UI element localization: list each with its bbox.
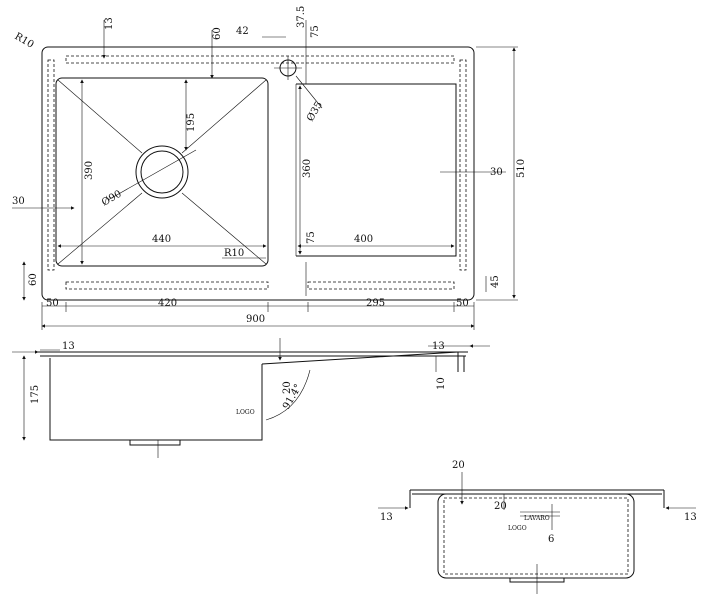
label-d510: 510 bbox=[516, 159, 527, 178]
label-d13-end-right: 13 bbox=[684, 512, 697, 523]
label-d20-end-inner: 20 bbox=[494, 501, 507, 512]
label-logo-end: LOGO bbox=[508, 525, 527, 532]
label-d50-right: 50 bbox=[456, 298, 469, 309]
label-d60-top: 60 bbox=[212, 27, 223, 40]
label-d20-end-top: 20 bbox=[452, 460, 465, 471]
label-d60-left: 60 bbox=[28, 273, 39, 286]
sink-outline bbox=[41, 46, 475, 301]
drain-outer bbox=[135, 145, 189, 199]
label-d440: 440 bbox=[152, 234, 171, 245]
label-logo-side: LOGO bbox=[236, 409, 255, 416]
label-d30-right: 30 bbox=[490, 167, 503, 178]
bottom-groove-right bbox=[307, 281, 455, 290]
label-d50-left: 50 bbox=[46, 298, 59, 309]
label-d30-left: 30 bbox=[12, 196, 25, 207]
label-phi90: Ø90 bbox=[100, 189, 124, 209]
top-groove bbox=[65, 55, 455, 64]
bowl-outline bbox=[55, 77, 269, 267]
left-groove bbox=[47, 59, 55, 271]
label-d13-side-right: 13 bbox=[432, 341, 445, 352]
label-d20-side: 20 bbox=[282, 381, 293, 394]
end-view: 20 13 20 LOGO LAVARO 6 13 bbox=[378, 460, 697, 594]
label-d13-side-left: 13 bbox=[62, 341, 75, 352]
label-d195: 195 bbox=[186, 113, 197, 132]
label-phi35: Ø35 bbox=[305, 100, 325, 124]
label-d6: 6 bbox=[548, 534, 554, 545]
label-d13-end-left: 13 bbox=[380, 512, 393, 523]
side-view: 13 175 20 91.4° LOGO 13 10 bbox=[12, 338, 490, 458]
label-r10-bowl: R10 bbox=[224, 248, 244, 259]
label-d390: 390 bbox=[84, 161, 95, 180]
drain-stub bbox=[129, 439, 181, 446]
label-d900: 900 bbox=[246, 314, 265, 325]
label-d10: 10 bbox=[436, 377, 447, 390]
label-d42: 42 bbox=[236, 26, 249, 37]
label-d295: 295 bbox=[366, 298, 385, 309]
top-view: R10 13 60 42 37.5 75 Ø35 195 390 Ø90 360… bbox=[12, 6, 527, 330]
label-d45: 45 bbox=[490, 275, 501, 288]
bowl-profile bbox=[49, 358, 263, 441]
label-brand: LAVARO bbox=[524, 515, 550, 522]
end-bowl bbox=[437, 493, 635, 579]
label-d13-top: 13 bbox=[104, 17, 115, 30]
label-d420: 420 bbox=[158, 298, 177, 309]
label-d75-top: 75 bbox=[310, 25, 321, 38]
drain-inner bbox=[140, 150, 184, 194]
label-d360: 360 bbox=[302, 159, 313, 178]
right-groove bbox=[459, 59, 467, 271]
label-d175: 175 bbox=[30, 385, 41, 404]
bottom-groove-left bbox=[65, 281, 269, 290]
drainboard-outline bbox=[296, 83, 457, 257]
label-d400: 400 bbox=[354, 234, 373, 245]
label-d75-mid: 75 bbox=[306, 231, 317, 244]
label-r10-corner: R10 bbox=[13, 31, 36, 51]
label-d37-5: 37.5 bbox=[296, 6, 307, 28]
